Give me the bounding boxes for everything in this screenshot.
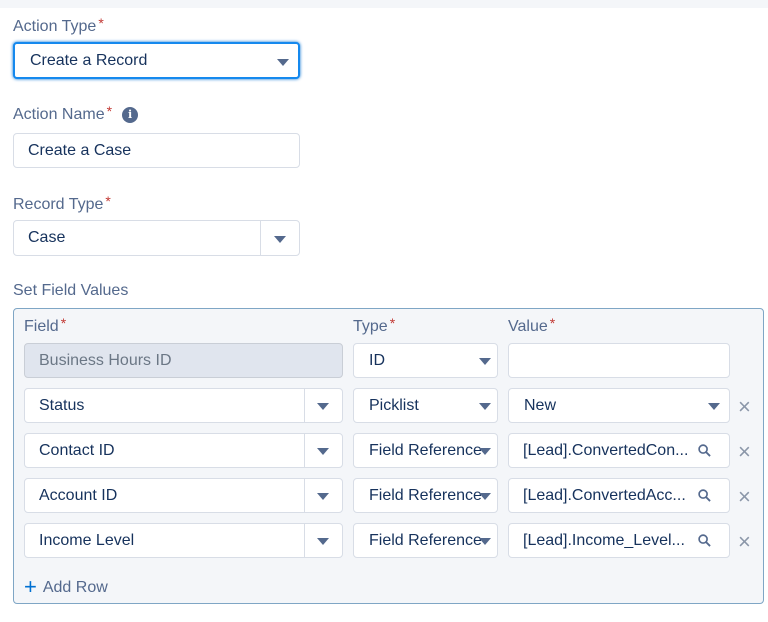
field-lookup[interactable]: Income Level [24, 523, 343, 558]
value-reference-input[interactable]: [Lead].Income_Level... [508, 523, 730, 558]
action-name-input[interactable]: Create a Case [13, 133, 300, 168]
chevron-down-icon[interactable] [317, 403, 329, 410]
divider [304, 524, 305, 557]
remove-row-icon[interactable]: × [738, 439, 751, 464]
type-select[interactable]: Field Reference [353, 523, 498, 558]
type-header-text: Type [353, 318, 388, 335]
value-text: [Lead].Income_Level... [523, 532, 685, 549]
type-value: Field Reference [369, 532, 481, 549]
field-header-text: Field [24, 318, 59, 335]
chevron-down-icon [277, 59, 289, 66]
type-value: Field Reference [369, 487, 481, 504]
value-text: [Lead].ConvertedAcc... [523, 487, 686, 504]
chevron-down-icon[interactable] [317, 493, 329, 500]
chevron-down-icon [479, 448, 491, 455]
type-select[interactable]: Field Reference [353, 433, 498, 468]
chevron-down-icon[interactable] [317, 538, 329, 545]
field-value: Account ID [39, 487, 118, 504]
field-value: Business Hours ID [39, 352, 172, 369]
action-type-select[interactable]: Create a Record [13, 42, 300, 79]
field-lookup[interactable]: Status [24, 388, 343, 423]
chevron-down-icon [479, 493, 491, 500]
required-marker: * [98, 15, 104, 31]
divider [304, 389, 305, 422]
plus-icon: + [24, 574, 37, 599]
field-lookup[interactable]: Account ID [24, 478, 343, 513]
set-field-values-label: Set Field Values [13, 282, 129, 299]
search-icon[interactable] [698, 444, 711, 457]
divider [304, 434, 305, 467]
add-row-label: Add Row [42, 579, 108, 596]
type-value: ID [369, 352, 385, 369]
field-header: Field* [24, 315, 67, 337]
action-type-label: Action Type* [13, 15, 104, 37]
type-value: Picklist [369, 397, 419, 414]
required-marker: * [60, 315, 67, 331]
record-type-lookup[interactable]: Case [13, 220, 300, 256]
action-name-label-text: Action Name [13, 106, 105, 123]
value-reference-input[interactable]: [Lead].ConvertedCon... [508, 433, 730, 468]
required-marker: * [549, 315, 556, 331]
record-type-value: Case [28, 229, 66, 246]
chevron-down-icon[interactable] [274, 236, 286, 243]
chevron-down-icon [708, 403, 720, 410]
type-select[interactable]: Field Reference [353, 478, 498, 513]
info-icon[interactable]: i [122, 107, 139, 123]
top-border [0, 0, 768, 8]
remove-row-icon[interactable]: × [738, 529, 751, 554]
field-value: Contact ID [39, 442, 115, 459]
chevron-down-icon [479, 358, 491, 365]
field-value: Income Level [39, 532, 135, 549]
action-type-value: Create a Record [30, 52, 148, 69]
required-marker: * [106, 103, 113, 119]
search-icon[interactable] [698, 489, 711, 502]
value-text: [Lead].ConvertedCon... [523, 442, 689, 459]
value-input[interactable] [508, 343, 730, 378]
remove-row-icon[interactable]: × [738, 484, 751, 509]
field-lookup[interactable]: Contact ID [24, 433, 343, 468]
value-reference-input[interactable]: [Lead].ConvertedAcc... [508, 478, 730, 513]
chevron-down-icon[interactable] [317, 448, 329, 455]
value-text: New [524, 397, 557, 414]
type-header: Type* [353, 315, 396, 337]
action-name-value: Create a Case [28, 142, 132, 159]
type-value: Field Reference [369, 442, 481, 459]
search-icon[interactable] [698, 534, 711, 547]
remove-row-icon[interactable]: × [738, 394, 751, 419]
field-value: Status [39, 397, 85, 414]
value-select[interactable]: New [508, 388, 730, 423]
type-select[interactable]: ID [353, 343, 498, 378]
field-input-disabled: Business Hours ID [24, 343, 343, 378]
action-type-label-text: Action Type [13, 18, 97, 35]
required-marker: * [105, 193, 111, 209]
divider [304, 479, 305, 512]
chevron-down-icon [479, 538, 491, 545]
chevron-down-icon [479, 403, 491, 410]
type-select[interactable]: Picklist [353, 388, 498, 423]
value-header-text: Value [508, 318, 548, 335]
add-row-button[interactable]: + Add Row [24, 574, 108, 600]
required-marker: * [389, 315, 396, 331]
record-type-label-text: Record Type [13, 196, 104, 213]
divider [260, 221, 261, 255]
value-header: Value* [508, 315, 556, 337]
record-type-label: Record Type* [13, 193, 111, 215]
action-name-label: Action Name* i [13, 103, 139, 125]
